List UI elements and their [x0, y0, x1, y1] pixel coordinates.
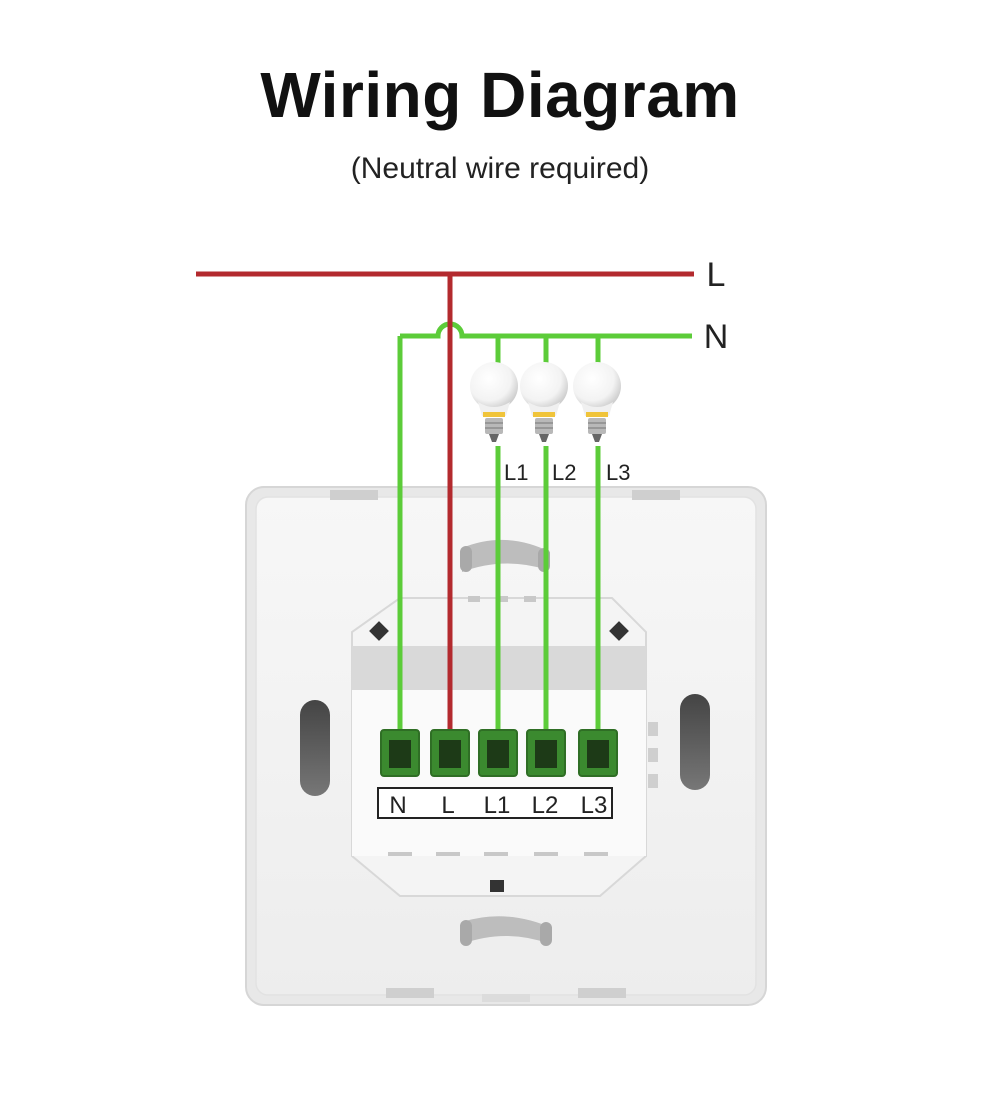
terminal-block-l3 — [578, 729, 618, 777]
terminal-block-l1 — [478, 729, 518, 777]
page-subtitle: (Neutral wire required) — [350, 152, 650, 185]
bottom-screw-slot — [462, 916, 552, 944]
right-mount-slot — [680, 694, 710, 790]
terminal-label-n: N — [389, 792, 406, 819]
terminal-label-strip — [377, 787, 613, 819]
bulb-icon — [520, 362, 568, 442]
terminal-label-l: L — [441, 792, 454, 819]
load-label-l2: L2 — [552, 460, 576, 485]
terminal-block-l — [430, 729, 470, 777]
bulb-icon — [573, 362, 621, 442]
load-label-l1: L1 — [504, 460, 528, 485]
top-screw-slot — [462, 539, 550, 572]
load-label-l3: L3 — [606, 460, 630, 485]
terminal-label-l2: L2 — [532, 792, 559, 819]
live-label: L — [707, 256, 726, 294]
page-title: Wiring Diagram — [260, 59, 740, 131]
left-mount-slot — [300, 700, 330, 796]
terminal-block-n — [380, 729, 420, 777]
terminal-label-l3: L3 — [581, 792, 608, 819]
terminal-block-l2 — [526, 729, 566, 777]
neutral-supply-line — [400, 321, 692, 339]
neutral-label: N — [704, 318, 729, 356]
bulb-icon — [470, 362, 518, 442]
terminal-label-l1: L1 — [484, 792, 511, 819]
